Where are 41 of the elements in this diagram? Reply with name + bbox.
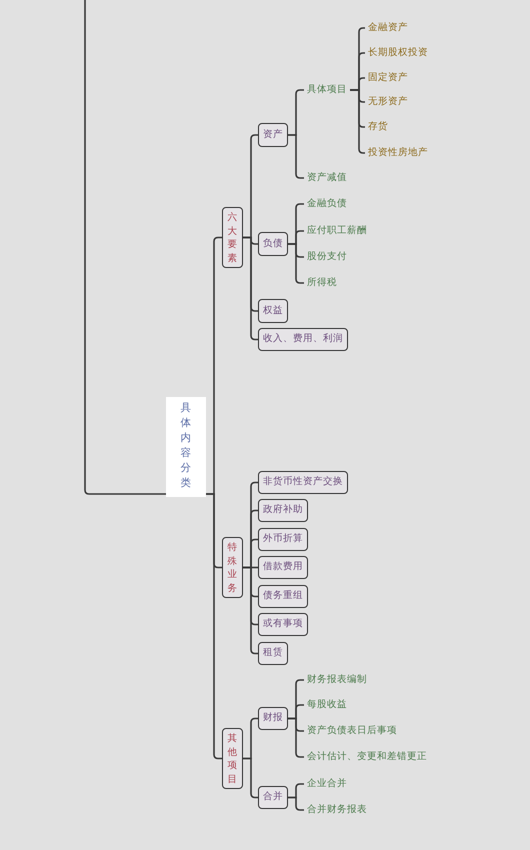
subtopic-box: 负债 (258, 232, 288, 256)
subtopic-box: 资产 (258, 123, 288, 147)
subtopic-box: 合并 (258, 786, 288, 809)
branch-text: 所得税 (304, 275, 340, 291)
topic-box: 特殊业务 (222, 537, 243, 598)
branch-text: 合并财务报表 (304, 802, 370, 818)
subtopic-box: 非货币性资产交换 (258, 471, 348, 494)
leaf-text: 无形资产 (365, 94, 411, 110)
branch-text: 金融负债 (304, 196, 350, 212)
connector-line (243, 566, 258, 654)
leaf-text: 存货 (365, 119, 391, 135)
subtopic-box: 或有事项 (258, 613, 308, 636)
subtopic-box: 财报 (258, 707, 288, 730)
branch-text: 具体项目 (304, 82, 350, 98)
connector-line (288, 796, 304, 811)
subtopic-box: 外币折算 (258, 528, 308, 551)
branch-text: 企业合并 (304, 776, 350, 792)
topic-box: 其他项目 (222, 728, 243, 789)
topic-box: 六大要素 (222, 207, 243, 268)
connector-line (243, 758, 258, 798)
branch-text: 资产负债表日后事项 (304, 723, 400, 739)
subtopic-box: 权益 (258, 299, 288, 323)
leaf-text: 金融资产 (365, 20, 411, 36)
branch-text: 每股收益 (304, 697, 350, 713)
subtopic-box: 债务重组 (258, 585, 308, 608)
subtopic-box: 政府补助 (258, 499, 308, 522)
leaf-text: 长期股权投资 (365, 45, 431, 61)
connector-line (84, 0, 166, 495)
leaf-text: 投资性房地产 (365, 145, 431, 161)
leaf-text: 固定资产 (365, 70, 411, 86)
subtopic-box: 收入、费用、利润 (258, 328, 348, 351)
connector-line (243, 236, 258, 340)
branch-text: 会计估计、变更和差错更正 (304, 749, 430, 765)
root-topic-box: 具体内容分类 (166, 397, 206, 497)
branch-text: 股份支付 (304, 249, 350, 265)
branch-text: 资产减值 (304, 170, 350, 186)
subtopic-box: 租赁 (258, 642, 288, 665)
branch-text: 应付职工薪酬 (304, 223, 370, 239)
connector-line (206, 493, 222, 760)
subtopic-box: 借款费用 (258, 556, 308, 579)
branch-text: 财务报表编制 (304, 672, 370, 688)
